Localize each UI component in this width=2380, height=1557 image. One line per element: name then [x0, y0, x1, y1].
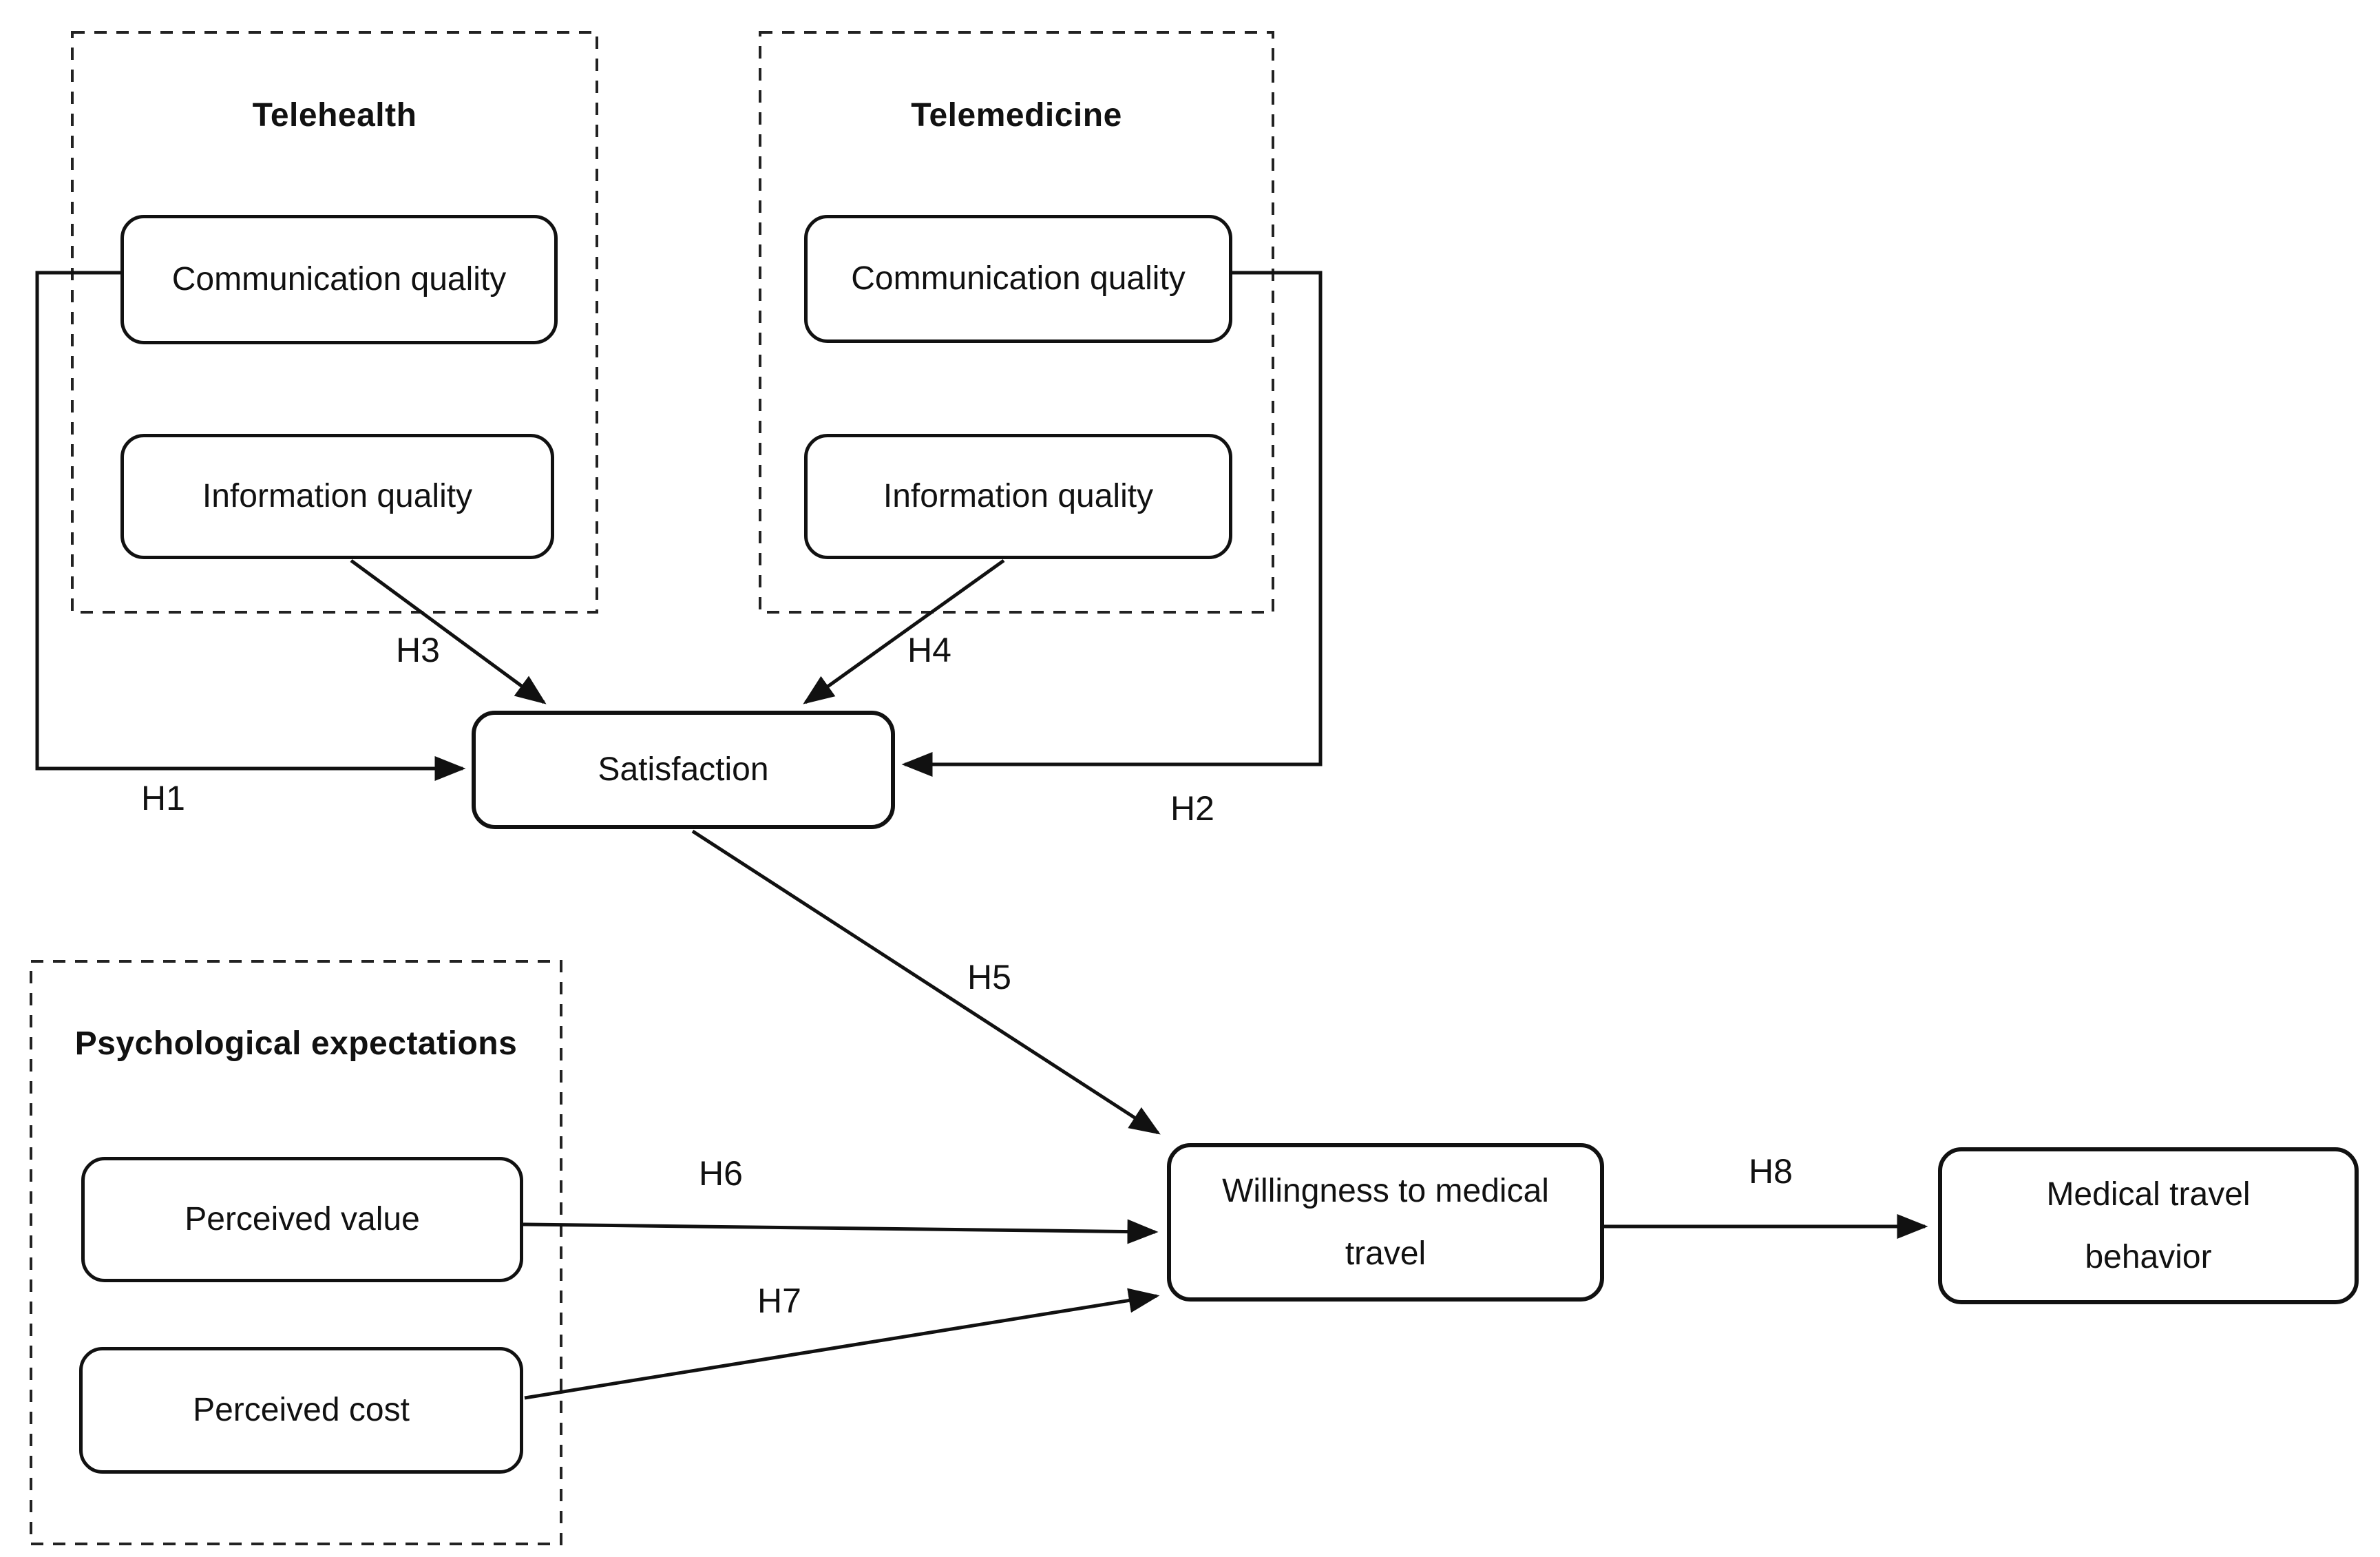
node-label: Information quality — [202, 477, 473, 514]
group-title-telemedicine: Telemedicine — [911, 97, 1122, 134]
node-perceived-cost: Perceived cost — [79, 1347, 523, 1474]
hypothesis-label-h5: H5 — [967, 958, 1011, 996]
node-label: Perceived value — [185, 1200, 420, 1237]
node-label: Satisfaction — [598, 751, 769, 788]
hypothesis-label-h7: H7 — [757, 1282, 801, 1320]
edge-h6 — [523, 1219, 1159, 1244]
node-label: Communication quality — [851, 260, 1186, 297]
edge-h4 — [803, 558, 1005, 704]
hypothesis-label-h4: H4 — [907, 631, 951, 669]
hypothesis-label-h2: H2 — [1170, 789, 1214, 828]
node-medical-travel-behavior: Medical travel behavior — [1938, 1147, 2359, 1304]
node-telehealth-information-quality: Information quality — [120, 434, 554, 559]
edge-h3 — [350, 558, 547, 704]
node-satisfaction: Satisfaction — [472, 711, 895, 829]
node-label: Willingness to medical travel — [1222, 1172, 1549, 1272]
group-title-telehealth: Telehealth — [252, 97, 417, 134]
edge-h1 — [35, 271, 466, 781]
node-telehealth-communication-quality: Communication quality — [120, 215, 558, 344]
node-label: Medical travel behavior — [2046, 1175, 2251, 1275]
edge-h2 — [901, 271, 1323, 777]
node-label: Perceived cost — [193, 1391, 410, 1428]
group-title-psychological-expectations: Psychological expectations — [74, 1025, 518, 1062]
node-telemedicine-communication-quality: Communication quality — [804, 215, 1232, 343]
edge-h7 — [524, 1288, 1160, 1400]
hypothesis-label-h6: H6 — [699, 1154, 743, 1193]
edge-h5 — [691, 829, 1161, 1135]
node-telemedicine-information-quality: Information quality — [804, 434, 1232, 559]
hypothesis-label-h8: H8 — [1749, 1152, 1793, 1191]
group-frame-telehealth — [71, 31, 598, 614]
node-willingness-to-medical-travel: Willingness to medical travel — [1167, 1143, 1604, 1302]
node-label: Information quality — [883, 477, 1154, 514]
hypothesis-label-h1: H1 — [141, 779, 185, 817]
group-frame-psychological-expectations — [30, 960, 562, 1545]
node-perceived-value: Perceived value — [81, 1157, 523, 1282]
group-frame-telemedicine — [759, 31, 1274, 614]
hypothesis-label-h3: H3 — [396, 631, 440, 669]
node-label: Communication quality — [171, 260, 507, 297]
